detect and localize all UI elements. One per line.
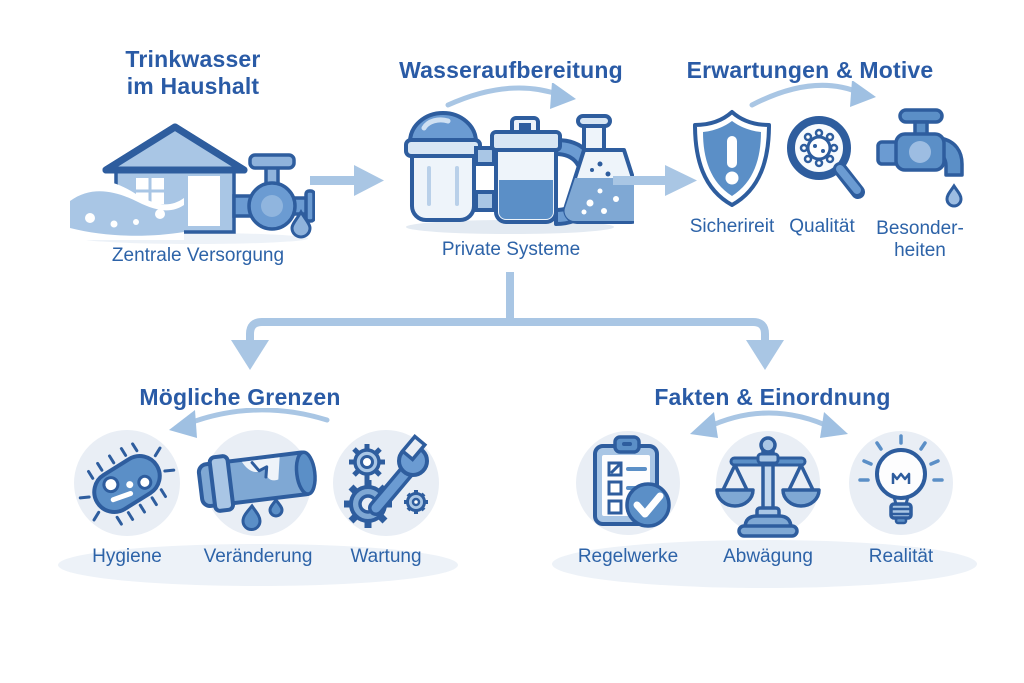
leaking-pipe-icon [196,430,317,536]
lightbulb-icon [849,431,953,535]
fact-item-abwaegung: Abwägung [711,428,825,568]
treatment-icons [404,111,634,234]
limits-title: Mögliche Grenzen [139,384,341,410]
household-title: Trinkwasser im Haushalt [125,46,261,99]
filter-cartridge-icon [404,111,482,222]
motive-label: Besonder- heiten [876,218,964,261]
treatment-title: Wasseraufbereitung [399,57,623,83]
flow-arrow-treatment-motives [613,165,697,196]
limit-label: Veränderung [203,546,313,567]
flow-arrow-household-treatment [310,165,384,196]
curved-double-arrow-facts [690,410,848,438]
limit-label: Wartung [350,546,422,567]
curved-arrow-treatment [445,83,576,109]
house-icon [70,123,315,240]
shield-exclamation-icon [693,110,771,207]
facts-label-band [552,540,977,588]
limit-label: Hygiene [92,546,162,567]
limit-item-veraenderung: Veränderung [196,428,320,568]
fact-item-realitaet: Realität [844,428,958,568]
motive-item-sicherheit: Sicherireit [686,108,778,238]
limit-item-wartung: Wartung [330,428,442,568]
limit-item-hygiene: Hygiene [71,428,183,568]
motive-item-qualitaet: Qualität [776,110,868,238]
household-shadow [82,233,308,244]
branch-arrowhead-right [746,340,784,370]
motive-label: Qualität [789,216,855,237]
gears-wrench-icon [333,430,439,536]
balance-scale-icon [715,431,821,538]
fact-label: Realität [868,546,934,567]
valve-icon [232,153,315,231]
household-caption: Zentrale Versorgung [111,245,285,266]
motive-item-besonderheiten: Besonder- heiten [872,108,968,262]
clipboard-check-icon [576,431,680,535]
fact-label: Abwägung [723,546,813,567]
curved-arrow-motives [749,81,876,108]
magnifier-germ-icon [787,116,865,199]
bacteria-icon [74,430,180,536]
motive-label: Sicherireit [689,216,775,237]
fact-label: Regelwerke [577,546,679,567]
treatment-caption: Private Systeme [441,239,581,260]
facts-title: Fakten & Einordnung [654,384,891,410]
curved-arrow-limits [169,408,330,438]
branch-arrowhead-left [231,340,269,370]
limits-label-band [58,544,458,586]
motives-title: Erwartungen & Motive [686,57,934,83]
branch-connector [231,272,784,370]
faucet-drip-icon [876,108,964,208]
water-drop-icon [290,208,312,239]
flask-icon [563,114,634,224]
fact-item-regelwerke: Regelwerke [571,428,685,568]
